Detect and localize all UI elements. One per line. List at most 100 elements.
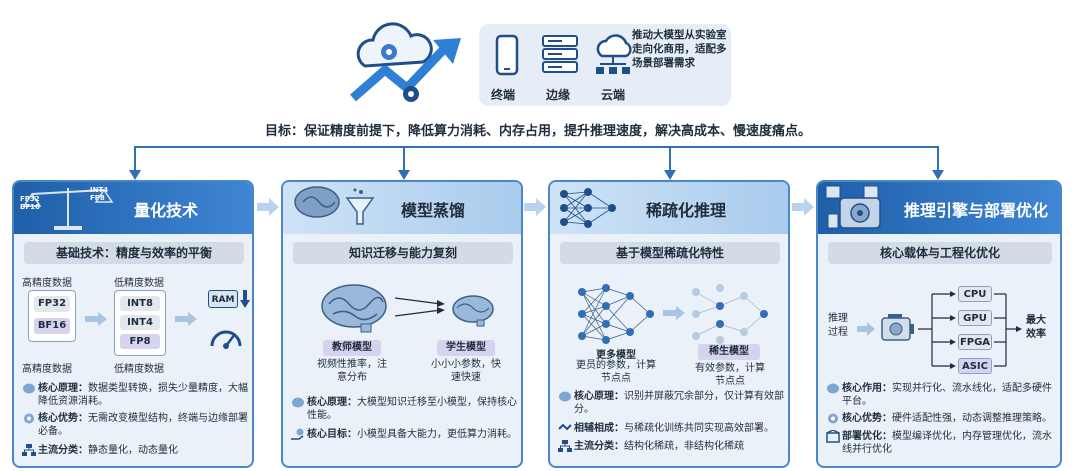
bullet-label: 主流分类：	[574, 441, 624, 452]
chip-cpu: CPU	[958, 286, 992, 302]
connector-drop	[403, 146, 405, 176]
flow-arrow-icon	[257, 198, 279, 216]
bullet-text: 数据类型转换，损失少量精度，大幅降低资源消耗。	[38, 383, 248, 407]
connector-arrowheads	[129, 170, 944, 180]
bullet-label: 核心优势：	[38, 413, 88, 424]
bullet-role: 核心作用：实现并行化、流水线化，适配多硬件平台。	[826, 382, 1054, 408]
chip-gpu: GPU	[958, 310, 992, 326]
bullet-text: 与稀疏化训练共同实现高效部署。	[624, 423, 774, 434]
chip-bf16: BF16	[34, 318, 70, 334]
hero-description: 推动大模型从实验室走向化商用，适配多场景部署需求	[632, 29, 727, 69]
bullet-text: 识别并屏蔽冗余部分，仅计算有效部分。	[574, 391, 784, 415]
bullet-principle: 核心原理：识别并屏蔽冗余部分，仅计算有效部分。	[558, 390, 786, 416]
brain-icon	[292, 397, 304, 408]
bullet-text: 大模型知识迁移至小模型，保持核心性能。	[307, 397, 517, 421]
card-header: 模型蒸馏	[283, 182, 521, 234]
device-terminal-label: 终端	[491, 88, 516, 102]
hand-gear-icon	[291, 428, 304, 440]
teacher-model-desc: 视频性推率，注意分布	[317, 359, 387, 383]
scale-balance-icon	[22, 188, 114, 230]
device-cloud-label: 云端	[601, 88, 626, 102]
bullet-label: 核心原理：	[307, 397, 357, 408]
connector-line	[134, 146, 938, 148]
brain-icon	[23, 383, 35, 394]
bullet-text: 硬件适配性强，动态调整推理策略。	[892, 413, 1052, 424]
brain-icon	[827, 383, 839, 394]
down-arrow-icon	[240, 290, 250, 308]
balance-right-label: INT4 FP8	[90, 186, 109, 202]
connector-drop	[669, 146, 671, 176]
chip-asic: ASIC	[958, 358, 992, 374]
hierarchy-icon	[558, 440, 572, 452]
prune-arrow-icon	[663, 306, 685, 320]
chip-fp8: FP8	[120, 334, 160, 349]
bullet-text: 结构化稀疏，非结构化稀疏	[624, 441, 744, 452]
card-quantization: FP32 BF16 INT4 FP8 量化技术 基础技术：精度与效率的平衡 高精…	[12, 180, 254, 468]
card-sparse-inference: 稀疏化推理 基于模型稀疏化特性 更多模型 更员的参数，计算节点点 稀生模型 有效…	[548, 180, 790, 468]
chip-fpga: FPGA	[958, 334, 992, 350]
bullet-text: 静态量化，动态量化	[88, 445, 178, 456]
card-inference-engine: 推理引擎与部署优化 核心载体与工程化优化 推理过程 CPU GPU FPGA A…	[816, 180, 1062, 468]
brain-funnel-icon	[294, 186, 375, 225]
low-precision-label-bottom: 低精度数据	[114, 364, 164, 375]
bullet-label: 核心目标：	[307, 429, 357, 440]
teacher-brain-icon	[321, 284, 387, 333]
sparse-model-chip: 稀生模型	[698, 344, 760, 360]
box-icon	[826, 430, 840, 443]
connector-drop	[134, 146, 136, 176]
inference-process-label: 推理过程	[828, 313, 848, 338]
card-title: 模型蒸馏	[401, 201, 466, 220]
ram-chip-icon: RAM	[208, 290, 238, 308]
card-header: 推理引擎与部署优化	[818, 182, 1060, 234]
sparse-network-icon	[692, 284, 768, 344]
bullet-category: 主流分类：静态量化，动态量化	[22, 444, 250, 457]
student-brain-icon	[452, 295, 494, 327]
card-subtitle: 知识迁移与能力复刻	[293, 242, 513, 264]
gear-icon	[828, 413, 838, 424]
convert-arrow-icon	[85, 312, 107, 326]
high-precision-label-bottom: 高精度数据	[22, 364, 72, 375]
hierarchy-icon	[22, 444, 36, 456]
max-efficiency-label: 最大效率	[1026, 315, 1046, 340]
cloud-network-icon	[596, 34, 632, 74]
transfer-arrows-icon	[394, 297, 445, 317]
bullet-label: 核心优势：	[842, 413, 892, 424]
bullet-principle: 核心原理：大模型知识迁移至小模型，保持核心性能。	[291, 396, 519, 422]
merge-arrows	[994, 293, 1022, 367]
bullet-label: 主流分类：	[38, 445, 88, 456]
chip-int4: INT4	[120, 315, 160, 330]
chip-int8: INT8	[120, 296, 160, 311]
phone-icon	[495, 34, 519, 76]
bullet-principle: 核心原理：数据类型转换，损失少量精度，大幅降低资源消耗。	[22, 382, 250, 408]
student-model-chip: 学生模型	[437, 340, 495, 356]
card-title: 稀疏化推理	[646, 201, 727, 220]
connector-drop	[937, 146, 939, 176]
bullet-text: 小模型具备大能力，更低算力消耗。	[357, 429, 517, 440]
goal-statement: 目标：保证精度前提下，降低算力消耗、内存占用，提升推理速度，解决高成本、慢速度痛…	[264, 124, 811, 139]
distribution-arrows	[918, 291, 956, 369]
cloud-growth-icon	[350, 22, 461, 102]
card-subtitle: 基于模型稀疏化特性	[560, 242, 780, 264]
ram-label: RAM	[211, 295, 235, 305]
bullet-advantage: 核心优势：硬件适配性强，动态调整推理策略。	[826, 412, 1054, 425]
bullet-label: 核心作用：	[842, 383, 892, 394]
flow-arrow-icon	[524, 198, 546, 216]
card-header: 稀疏化推理	[550, 182, 788, 234]
card-header: FP32 BF16 INT4 FP8 量化技术	[14, 182, 252, 234]
dense-network-icon	[578, 284, 654, 344]
student-model-desc: 小小小参数，快速快速	[431, 359, 501, 383]
input-arrow-icon	[857, 322, 875, 336]
bullet-complement: 相辅相成：与稀疏化训练共同实现高效部署。	[558, 422, 786, 435]
sparse-model-desc: 有效参数，计算节点点	[695, 363, 765, 387]
device-edge-label: 边缘	[546, 88, 571, 102]
bullet-label: 核心原理：	[574, 391, 624, 402]
card-title: 量化技术	[134, 201, 199, 220]
bullet-text: 实现并行化、流水线化，适配多硬件平台。	[842, 383, 1052, 407]
balance-left-label: FP32 BF16	[20, 195, 40, 211]
engine-icon	[881, 314, 914, 341]
dense-model-desc: 更员的参数，计算节点点	[576, 360, 656, 384]
bullet-deploy: 部署优化：模型编译优化，内存管理优化，流水线并行优化	[826, 430, 1054, 456]
bullet-goal: 核心目标：小模型具备大能力，更低算力消耗。	[291, 428, 519, 441]
handshake-icon	[558, 423, 572, 431]
convert-arrow-icon	[175, 312, 197, 326]
